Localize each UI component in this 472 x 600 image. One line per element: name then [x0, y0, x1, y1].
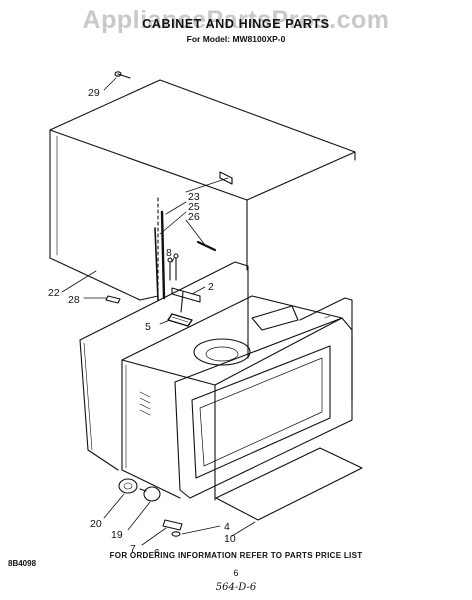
callout-2: 2 [208, 281, 214, 293]
leader-lines [61, 77, 256, 546]
callout-5: 5 [145, 321, 151, 333]
callout-23: 23 [188, 191, 200, 203]
callout-6: 6 [154, 547, 160, 559]
trim-strip-parts [154, 171, 233, 301]
model-subtitle: For Model: MW8100XP-0 [186, 34, 286, 44]
callout-26: 26 [188, 211, 200, 223]
callout-29: 29 [88, 87, 100, 99]
callout-28: 28 [68, 294, 80, 306]
ordering-info: FOR ORDERING INFORMATION REFER TO PARTS … [109, 551, 363, 560]
page-number: 6 [233, 568, 239, 578]
screw-part-29 [114, 71, 131, 79]
callout-7: 7 [130, 543, 136, 555]
diagram-title: CABINET AND HINGE PARTS [142, 17, 330, 31]
hinge-assembly [167, 253, 201, 327]
oven-cavity-chassis [121, 295, 343, 501]
callout-8: 8 [166, 247, 172, 259]
side-panel [299, 297, 353, 403]
front-frame [174, 317, 353, 499]
callout-labels: 29 23 25 26 8 2 22 28 5 20 19 7 4 10 6 [48, 87, 236, 559]
handwritten-code: 564-D-6 [215, 582, 257, 593]
callout-20: 20 [90, 518, 102, 530]
watermark: AppliancePartsPros.com [82, 6, 390, 34]
back-panel [79, 261, 249, 471]
bottom-plate [215, 447, 363, 521]
knob-parts [118, 478, 161, 502]
callout-4: 4 [224, 521, 230, 533]
callout-22: 22 [48, 287, 60, 299]
callout-25: 25 [188, 201, 200, 213]
clip-part-28 [105, 295, 121, 304]
callout-19: 19 [111, 529, 123, 541]
document-number: 8B4098 [8, 559, 37, 568]
callout-10: 10 [224, 533, 236, 545]
bottom-hinge [162, 519, 183, 537]
outer-cabinet-wrap [49, 79, 356, 301]
